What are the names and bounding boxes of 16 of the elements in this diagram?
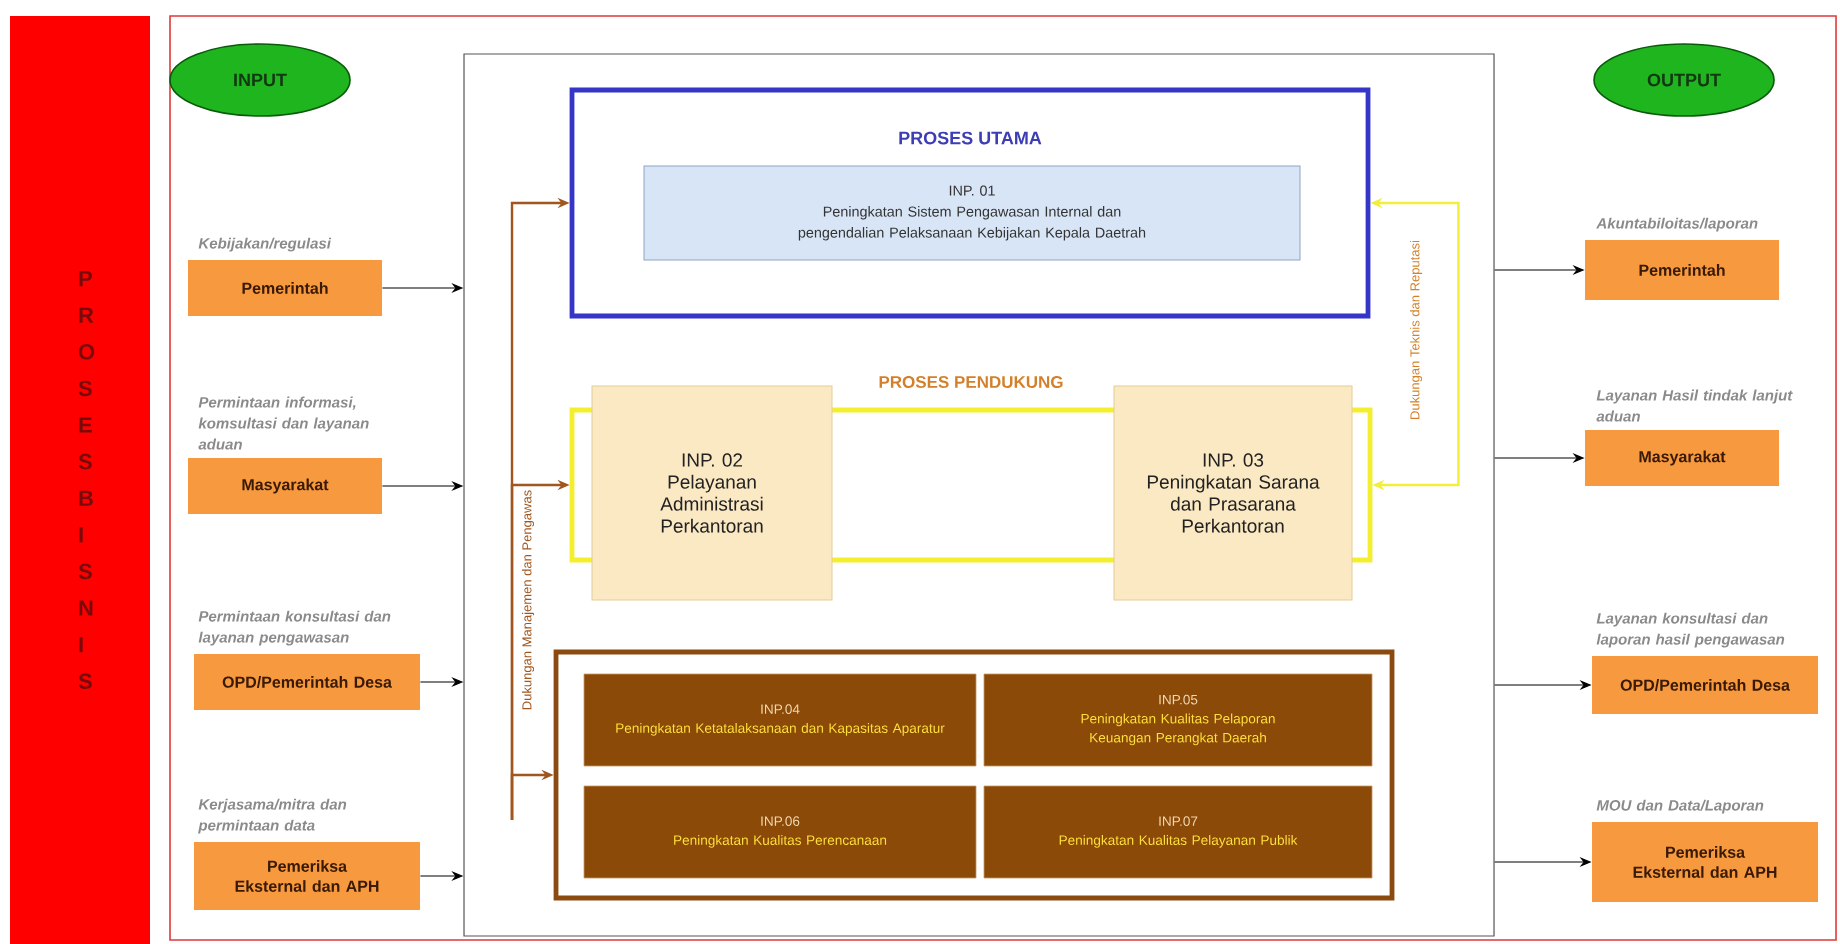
container-box xyxy=(463,53,1495,937)
node-label: PROSES PENDUKUNG xyxy=(879,376,1063,389)
entity-box: Pemeriksa Eksternal dan APH xyxy=(1592,822,1818,902)
oval-label: OUTPUT xyxy=(1593,43,1775,117)
side-band: PROSES BISNIS xyxy=(10,16,150,944)
process-box: INP. 02 Pelayanan Administrasi Perkantoran xyxy=(591,385,833,601)
entity-box: OPD/Pemerintah Desa xyxy=(1592,656,1818,714)
entity-box: Pemerintah xyxy=(188,260,382,316)
entity-box: OPD/Pemerintah Desa xyxy=(194,654,420,710)
process-box: INP. 03 Peningkatan Sarana dan Prasarana Perkantoran xyxy=(1113,385,1353,601)
entity-box: Masyarakat xyxy=(1585,430,1779,486)
entity-box: Pemerintah xyxy=(1585,240,1779,300)
oval-label: INPUT xyxy=(169,43,351,117)
container-box xyxy=(553,649,1395,901)
entity-box: Masyarakat xyxy=(188,458,382,514)
entity-box: Pemeriksa Eksternal dan APH xyxy=(194,842,420,910)
